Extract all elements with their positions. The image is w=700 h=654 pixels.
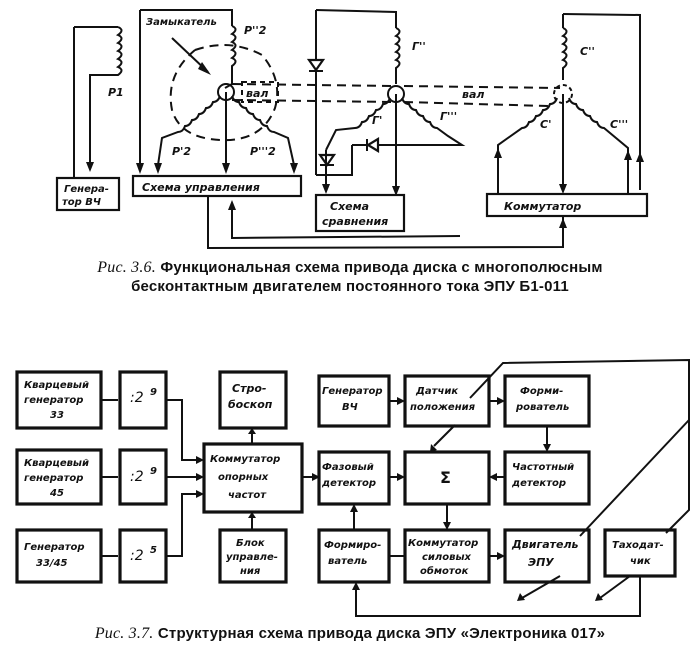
figure-3-6-caption-prefix: Рис. 3.6. (97, 259, 156, 276)
commutator-block (485, 192, 649, 218)
divider-2-exp: 9 (150, 466, 157, 477)
stroboscope-block (218, 370, 288, 430)
control-circuit-block (131, 174, 303, 198)
quartz45-line3: 45 (49, 488, 64, 499)
ref-commutator-line1: Коммутатор (210, 454, 280, 465)
commutator-label: Коммутатор (504, 200, 581, 213)
shaper-top-block (503, 374, 591, 428)
divider-2-block (118, 448, 168, 506)
position-sensor-line1: Датчик (415, 386, 458, 397)
phase-detector-line2: детектор (321, 478, 376, 489)
quartz33-line1: Кварцевый (24, 380, 89, 391)
generator-33-45-block (15, 528, 103, 584)
g-double-label: Г'' (412, 40, 426, 53)
power-commutator-line2: силовых (422, 552, 472, 563)
position-sensor-block (403, 374, 491, 428)
tacho-line2: чик (630, 556, 651, 567)
divider-1-label: :2 (130, 390, 144, 406)
figure-3-7: Кварцевый генератор 33 Кварцевый генерат… (15, 358, 690, 617)
shaper-bottom-line2: ватель (328, 556, 367, 567)
hf-generator-label-2: тор ВЧ (62, 197, 101, 208)
p2-single-label: P'2 (172, 145, 191, 158)
phase-detector-line1: Фазовый (322, 462, 374, 473)
g-triple-label: Г''' (440, 110, 457, 123)
divider-1-block (118, 370, 168, 430)
p1-winding: P1 (73, 26, 124, 178)
quartz45-line2: генератор (24, 473, 83, 484)
figure-3-6-caption: Рис. 3.6. Функциональная схема привода д… (0, 258, 700, 296)
comparison-label-2: сравнения (322, 215, 388, 228)
divider-3-exp: 5 (150, 545, 157, 556)
p2-double-label: P''2 (244, 24, 267, 37)
zamykatel-label: Замыкатель (146, 17, 217, 28)
control-line2: управле- (226, 552, 278, 563)
ref-commutator-line3: частот (228, 490, 267, 501)
hf-gen-line1: Генератор (322, 386, 383, 397)
figure-3-7-caption-text: Структурная схема привода диска ЭПУ «Эле… (157, 625, 606, 642)
quartz33-line2: генератор (24, 395, 83, 406)
ref-commutator-line2: опорных (218, 472, 269, 483)
power-commutator-line3: обмоток (420, 565, 469, 577)
comparison-label-1: Схема (330, 200, 369, 213)
quartz45-line1: Кварцевый (24, 458, 89, 469)
shaper-top-line1: Форми- (520, 386, 563, 397)
control-line1: Блок (236, 538, 265, 549)
summator-block (403, 450, 491, 506)
figure-3-6: P1 Генера- тор ВЧ Схема управления Замык… (55, 9, 649, 250)
p1-label: P1 (108, 86, 124, 99)
shaft-label-1: вал (246, 87, 268, 100)
figure-3-6-caption-line1: Функциональная схема привода диска с мно… (160, 259, 603, 276)
gen3345-line2: 33/45 (36, 558, 68, 569)
motor-line1: Двигатель (511, 538, 579, 551)
summator-label: Σ (440, 468, 451, 487)
p2-triple-label: P'''2 (250, 145, 276, 158)
divider-1-exp: 9 (150, 387, 157, 398)
c-single-label: C' (540, 118, 551, 131)
hf-generator-block-2 (317, 374, 391, 428)
quartz33-line3: 33 (50, 410, 64, 421)
hf-gen-line2: ВЧ (342, 402, 358, 413)
stroboscope-line1: Стро- (232, 382, 266, 395)
g-single-label: Г' (372, 114, 382, 127)
figure-3-7-caption-prefix: Рис. 3.7. (94, 625, 154, 642)
divider-3-label: :2 (130, 548, 144, 564)
c-double-label: C'' (580, 45, 595, 58)
hf-generator-block (55, 176, 121, 212)
tachogenerator-block (603, 528, 677, 578)
control-line3: ния (240, 566, 261, 577)
c-triple-label: C''' (610, 118, 628, 131)
motor-line2: ЭПУ (528, 556, 554, 569)
figure-3-7-caption: Рис. 3.7. Структурная схема привода диск… (0, 624, 700, 643)
figure-3-6-caption-line2: бесконтактным двигателем постоянного ток… (131, 278, 569, 295)
shaft-label-2: вал (462, 88, 484, 101)
freq-detector-line2: детектор (511, 478, 566, 489)
tacho-line1: Таходат- (612, 540, 664, 551)
divider-2-label: :2 (130, 469, 144, 485)
gen3345-line1: Генератор (24, 542, 85, 553)
position-sensor-line2: положения (410, 402, 476, 413)
control-circuit-label: Схема управления (142, 181, 260, 194)
shaper-top-line2: рователь (515, 402, 569, 413)
shaper-bottom-line1: Формиро- (324, 540, 381, 551)
comparison-circuit-block (314, 193, 406, 233)
motor-block (503, 528, 591, 584)
stroboscope-line2: боскоп (228, 398, 273, 411)
freq-detector-line1: Частотный (512, 462, 574, 473)
shaper-bottom-block (317, 528, 391, 584)
quartz-generator-45-block (15, 448, 103, 506)
hf-generator-label-1: Генера- (64, 184, 109, 195)
power-commutator-line1: Коммутатор (408, 538, 478, 549)
quartz-generator-33-block (15, 370, 103, 430)
